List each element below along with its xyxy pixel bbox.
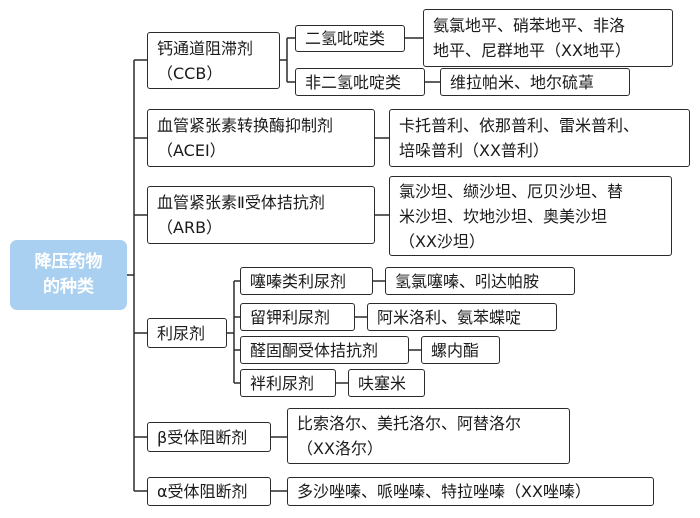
potassium-sparing-drugs: 阿米洛利、氨苯蝶啶: [377, 307, 522, 327]
acei-drugs-node: 卡托普利、依那普利、雷米普利、 培哚普利（XX普利）: [389, 109, 690, 167]
acei-drugs-line1: 卡托普利、依那普利、雷米普利、: [399, 116, 640, 135]
non-dihydropyridine-drugs: 维拉帕米、地尔硫䓬: [450, 72, 595, 92]
beta-blocker-drugs-line2: （XX洛尔）: [297, 439, 383, 458]
acei-label: 血管紧张素转换酶抑制剂: [157, 116, 334, 135]
thiazide-diuretic-label: 噻嗪类利尿剂: [250, 271, 347, 291]
beta-blocker-node: β受体阻断剂: [147, 422, 271, 452]
acei-abbrev: （ACEI）: [157, 141, 226, 160]
root-node-antihypertensive-types: 降压药物 的种类: [10, 240, 127, 310]
diuretic-node: 利尿剂: [147, 318, 227, 348]
aldosterone-antagonist-drugs: 螺内酯: [431, 340, 480, 360]
alpha-blocker-label: α受体阻断剂: [157, 482, 248, 501]
ccb-label: 钙通道阻滞剂: [157, 38, 254, 58]
dihydropyridine-drugs-line1: 氨氯地平、硝苯地平、非洛: [433, 16, 626, 35]
loop-diuretic-drugs-node: 呋塞米: [348, 369, 425, 397]
non-dihydropyridine-node: 非二氢吡啶类: [295, 68, 425, 96]
ccb-abbrev: （CCB）: [157, 63, 223, 83]
alpha-blocker-drugs: 多沙唑嗪、哌唑嗪、特拉唑嗪（XX唑嗪）: [297, 482, 591, 501]
arb-node: 血管紧张素Ⅱ受体拮抗剂 （ARB）: [147, 186, 375, 244]
ccb-node: 钙通道阻滞剂 （CCB）: [147, 32, 280, 89]
potassium-sparing-diuretic-label: 留钾利尿剂: [250, 307, 331, 327]
loop-diuretic-node: 袢利尿剂: [240, 369, 336, 397]
root-label-line1: 降压药物: [34, 252, 103, 272]
beta-blocker-drugs-line1: 比索洛尔、美托洛尔、阿替洛尔: [297, 414, 522, 433]
arb-drugs-line1: 氯沙坦、缬沙坦、厄贝沙坦、替: [399, 181, 624, 201]
potassium-sparing-diuretic-node: 留钾利尿剂: [240, 303, 355, 331]
arb-drugs-line3: （XX沙坦）: [399, 231, 485, 251]
arb-abbrev: （ARB）: [157, 218, 223, 237]
acei-drugs-line2: 培哚普利（XX普利）: [399, 141, 549, 160]
root-label-line2: 的种类: [43, 277, 94, 297]
dihydropyridine-label: 二氢吡啶类: [305, 29, 386, 48]
alpha-blocker-node: α受体阻断剂: [147, 477, 271, 506]
diuretic-label: 利尿剂: [157, 323, 206, 343]
arb-drugs-node: 氯沙坦、缬沙坦、厄贝沙坦、替 米沙坦、坎地沙坦、奥美沙坦 （XX沙坦）: [389, 176, 672, 256]
aldosterone-antagonist-node: 醛固酮受体拮抗剂: [240, 336, 409, 364]
aldosterone-antagonist-label: 醛固酮受体拮抗剂: [250, 340, 379, 360]
dihydropyridine-drugs-line2: 地平、尼群地平（XX地平）: [433, 41, 631, 60]
thiazide-drugs: 氢氯噻嗪、吲达帕胺: [395, 271, 540, 291]
loop-diuretic-drugs: 呋塞米: [358, 373, 407, 393]
acei-node: 血管紧张素转换酶抑制剂 （ACEI）: [147, 109, 375, 167]
thiazide-drugs-node: 氢氯噻嗪、吲达帕胺: [385, 267, 575, 295]
non-dihydropyridine-label: 非二氢吡啶类: [305, 72, 402, 92]
thiazide-diuretic-node: 噻嗪类利尿剂: [240, 267, 373, 295]
dihydropyridine-node: 二氢吡啶类: [295, 25, 405, 52]
non-dihydropyridine-drugs-node: 维拉帕米、地尔硫䓬: [440, 68, 630, 96]
aldosterone-antagonist-drugs-node: 螺内酯: [421, 336, 500, 364]
arb-label: 血管紧张素Ⅱ受体拮抗剂: [157, 193, 325, 212]
loop-diuretic-label: 袢利尿剂: [250, 373, 315, 393]
arb-drugs-line2: 米沙坦、坎地沙坦、奥美沙坦: [399, 206, 608, 226]
beta-blocker-label: β受体阻断剂: [157, 427, 248, 447]
alpha-blocker-drugs-node: 多沙唑嗪、哌唑嗪、特拉唑嗪（XX唑嗪）: [287, 477, 654, 506]
dihydropyridine-drugs-node: 氨氯地平、硝苯地平、非洛 地平、尼群地平（XX地平）: [423, 9, 673, 67]
potassium-sparing-drugs-node: 阿米洛利、氨苯蝶啶: [367, 303, 557, 331]
beta-blocker-drugs-node: 比索洛尔、美托洛尔、阿替洛尔 （XX洛尔）: [287, 408, 570, 464]
